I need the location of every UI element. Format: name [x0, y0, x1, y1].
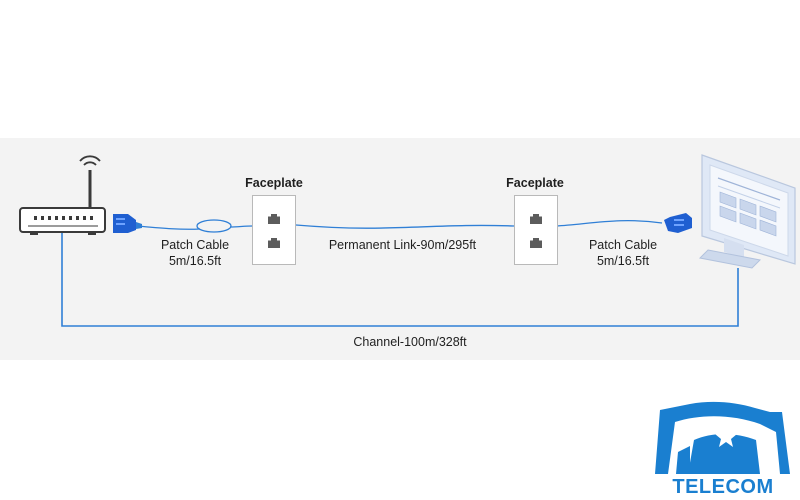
star-icon — [715, 426, 737, 447]
router-icon — [19, 170, 106, 235]
patch-cable-right — [555, 219, 663, 227]
wifi-icon — [79, 155, 101, 166]
faceplate-left-label: Faceplate — [245, 176, 303, 190]
faceplate-jack-icon — [530, 238, 542, 248]
diagram-background — [0, 138, 800, 360]
channel-label: Channel-100m/328ft — [353, 335, 467, 349]
patch-cable-left — [137, 225, 201, 230]
monitor-icon — [698, 154, 796, 269]
permanent-link-label: Permanent Link-90m/295ft — [328, 238, 477, 252]
faceplate-right-label: Faceplate — [506, 176, 564, 190]
cable-coil — [196, 219, 232, 233]
channel-line — [61, 233, 739, 327]
faceplate-jack-icon — [268, 214, 280, 224]
patch-cable-left-length: 5m/16.5ft — [168, 254, 222, 268]
rj45-connector-icon — [113, 214, 142, 233]
patch-cable-left-label: Patch Cable — [160, 238, 230, 252]
faceplate-right — [514, 195, 558, 265]
patch-cable-right-label: Patch Cable — [588, 238, 658, 252]
rj45-connector-icon — [664, 213, 692, 233]
logo-text: TELECOM — [672, 476, 774, 498]
telecom-logo — [655, 401, 790, 474]
faceplate-jack-icon — [268, 238, 280, 248]
patch-cable-right-length: 5m/16.5ft — [596, 254, 650, 268]
faceplate-jack-icon — [530, 214, 542, 224]
permanent-link-cable — [295, 224, 515, 229]
faceplate-left — [252, 195, 296, 265]
